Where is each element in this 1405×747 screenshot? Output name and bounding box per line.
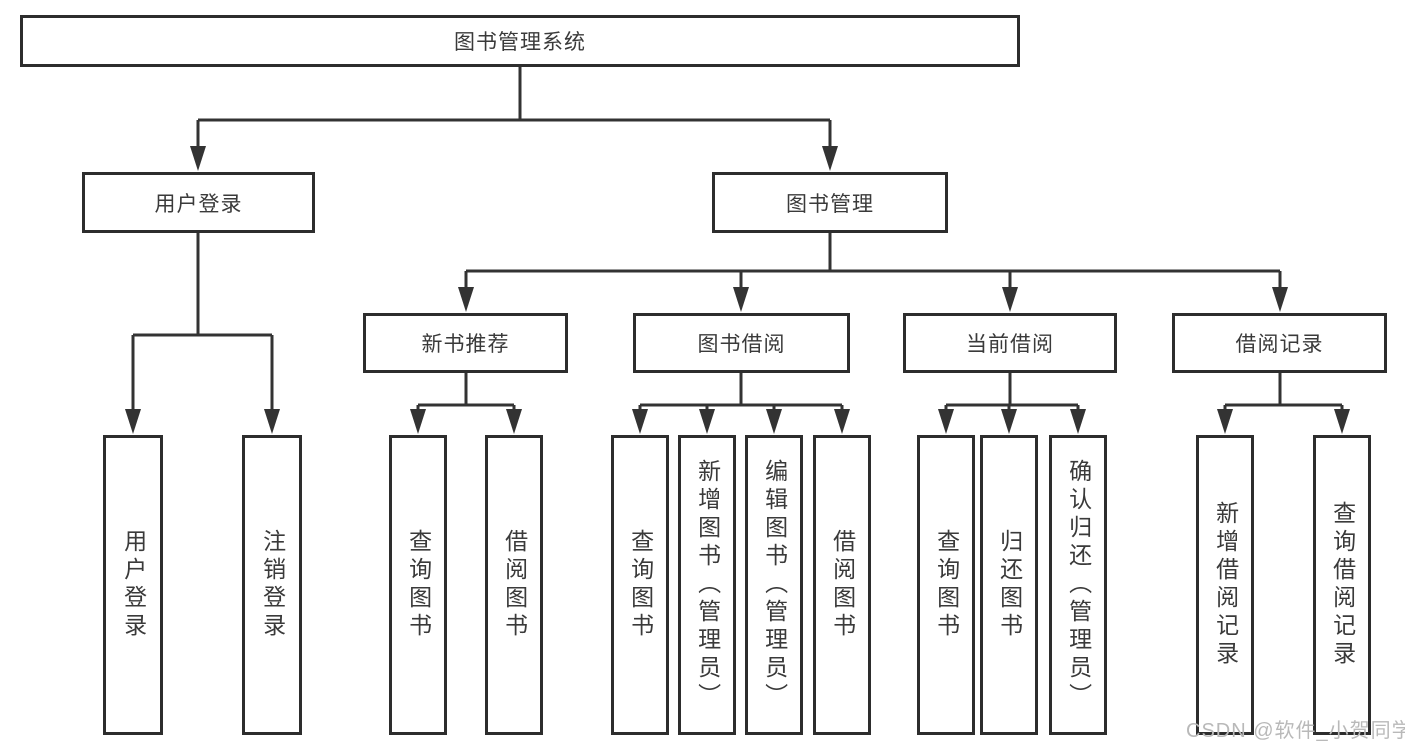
arrowhead xyxy=(938,409,954,434)
node-book-borrow-label: 图书借阅 xyxy=(697,333,786,356)
node-leaf-borrow-books-2: 借阅图书 xyxy=(813,435,871,735)
node-leaf-query-books-1-label: 查询图书 xyxy=(405,529,432,641)
node-leaf-edit-books-admin-label: 编辑图书（管理员） xyxy=(761,459,788,711)
connector-line xyxy=(638,373,844,416)
node-borrow-record: 借阅记录 xyxy=(1172,313,1387,373)
node-leaf-query-books-3: 查询图书 xyxy=(917,435,975,735)
csdn-watermark: CSDN @软件_小贺同学 xyxy=(1186,720,1405,742)
node-leaf-return-books: 归还图书 xyxy=(980,435,1038,735)
node-current-borrow-label: 当前借阅 xyxy=(966,333,1054,356)
connector-current-borrow-to-leaves xyxy=(938,373,1086,434)
node-user-login-label: 用户登录 xyxy=(154,192,243,216)
node-leaf-add-books-admin: 新增图书（管理员） xyxy=(678,435,736,735)
connector-line xyxy=(416,373,516,416)
node-leaf-borrow-books-2-label: 借阅图书 xyxy=(829,529,856,641)
arrowhead xyxy=(458,287,474,312)
node-leaf-add-books-admin-label: 新增图书（管理员） xyxy=(694,459,721,711)
arrowhead xyxy=(1272,287,1288,312)
arrowhead xyxy=(410,409,426,434)
arrowhead xyxy=(1070,409,1086,434)
node-book-management: 图书管理 xyxy=(712,172,948,233)
arrowhead xyxy=(699,409,715,434)
connector-line xyxy=(196,67,832,152)
arrowhead xyxy=(125,409,141,434)
node-leaf-query-borrow-record: 查询借阅记录 xyxy=(1313,435,1371,735)
node-book-management-label: 图书管理 xyxy=(786,192,874,216)
connector-book-borrow-to-leaves xyxy=(632,373,850,434)
node-leaf-logout: 注销登录 xyxy=(242,435,302,735)
connector-root-to-level2 xyxy=(190,67,838,171)
node-leaf-return-books-label: 归还图书 xyxy=(996,529,1023,641)
arrowhead xyxy=(506,409,522,434)
arrowhead xyxy=(766,409,782,434)
connector-line xyxy=(131,233,274,418)
node-leaf-logout-label: 注销登录 xyxy=(259,529,286,641)
arrowhead xyxy=(632,409,648,434)
node-leaf-confirm-return-admin: 确认归还（管理员） xyxy=(1049,435,1107,735)
arrowhead xyxy=(1001,409,1017,434)
node-root-label: 图书管理系统 xyxy=(454,31,586,54)
node-user-login: 用户登录 xyxy=(82,172,315,233)
connector-new-book-recommend-to-leaves xyxy=(410,373,522,434)
node-leaf-query-books-2: 查询图书 xyxy=(611,435,669,735)
node-current-borrow: 当前借阅 xyxy=(903,313,1117,373)
connector-user-login-to-leaves xyxy=(125,233,280,434)
arrowhead xyxy=(1002,287,1018,312)
node-new-book-recommend: 新书推荐 xyxy=(363,313,568,373)
node-leaf-query-books-1: 查询图书 xyxy=(389,435,447,735)
node-leaf-query-books-2-label: 查询图书 xyxy=(627,529,654,641)
connector-line xyxy=(1223,373,1344,416)
arrowhead xyxy=(190,146,206,171)
arrowhead xyxy=(834,409,850,434)
node-leaf-add-borrow-record: 新增借阅记录 xyxy=(1196,435,1254,735)
node-leaf-user-login: 用户登录 xyxy=(103,435,163,735)
arrowhead xyxy=(1217,409,1233,434)
arrowhead xyxy=(733,287,749,312)
connector-borrow-record-to-leaves xyxy=(1217,373,1350,434)
arrowhead xyxy=(1334,409,1350,434)
node-leaf-user-login-label: 用户登录 xyxy=(120,529,147,641)
arrowhead xyxy=(264,409,280,434)
node-leaf-borrow-books-1-label: 借阅图书 xyxy=(501,529,528,641)
node-new-book-recommend-label: 新书推荐 xyxy=(421,333,510,356)
node-leaf-query-borrow-record-label: 查询借阅记录 xyxy=(1329,501,1356,669)
arrowhead xyxy=(822,146,838,171)
node-leaf-query-books-3-label: 查询图书 xyxy=(933,529,960,641)
connector-line xyxy=(464,233,1282,293)
node-borrow-record-label: 借阅记录 xyxy=(1235,333,1324,356)
node-book-borrow: 图书借阅 xyxy=(633,313,850,373)
node-leaf-confirm-return-admin-label: 确认归还（管理员） xyxy=(1065,459,1092,711)
node-leaf-add-borrow-record-label: 新增借阅记录 xyxy=(1212,501,1239,669)
node-leaf-edit-books-admin: 编辑图书（管理员） xyxy=(745,435,803,735)
node-leaf-borrow-books-1: 借阅图书 xyxy=(485,435,543,735)
connector-book-management-to-level3 xyxy=(458,233,1288,312)
node-root: 图书管理系统 xyxy=(20,15,1020,67)
